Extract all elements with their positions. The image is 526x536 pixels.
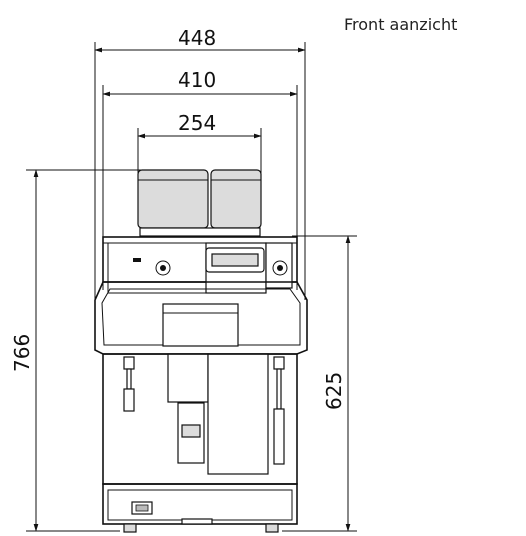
bean-hopper-left (137, 169, 209, 229)
left-knob (155, 260, 171, 276)
dimension-label-448: 448 (178, 26, 216, 50)
dispenser-head (162, 303, 239, 347)
rear-connector (181, 518, 213, 525)
power-switch (133, 258, 141, 262)
dispenser-block (167, 353, 209, 403)
view-title: Front aanzicht (344, 15, 457, 34)
dimension-overall-width: 448 (94, 26, 306, 300)
display-window (211, 253, 259, 267)
right-knob (272, 260, 288, 276)
dimension-label-410: 410 (178, 68, 216, 92)
dimension-label-254: 254 (178, 111, 216, 135)
dimension-body-width: 410 (102, 68, 298, 290)
steam-wand-right (273, 356, 285, 465)
dimension-label-625: 625 (322, 372, 346, 410)
steam-wand-left (123, 356, 135, 412)
left-foot (123, 523, 137, 533)
dimension-hopper-width: 254 (137, 111, 262, 175)
coffee-machine-front-view (94, 169, 308, 533)
right-foot (265, 523, 279, 533)
dimension-body-height: 625 (282, 235, 357, 532)
machine-top-body (102, 236, 298, 294)
dimension-label-766: 766 (10, 334, 34, 372)
dimension-overall-height: 766 (10, 169, 180, 532)
hopper-base (139, 227, 261, 237)
cup-spout (181, 424, 201, 438)
grinder-housing (207, 353, 269, 475)
bean-hopper-right (210, 169, 262, 229)
drip-tray-indicator-inner (135, 504, 149, 512)
